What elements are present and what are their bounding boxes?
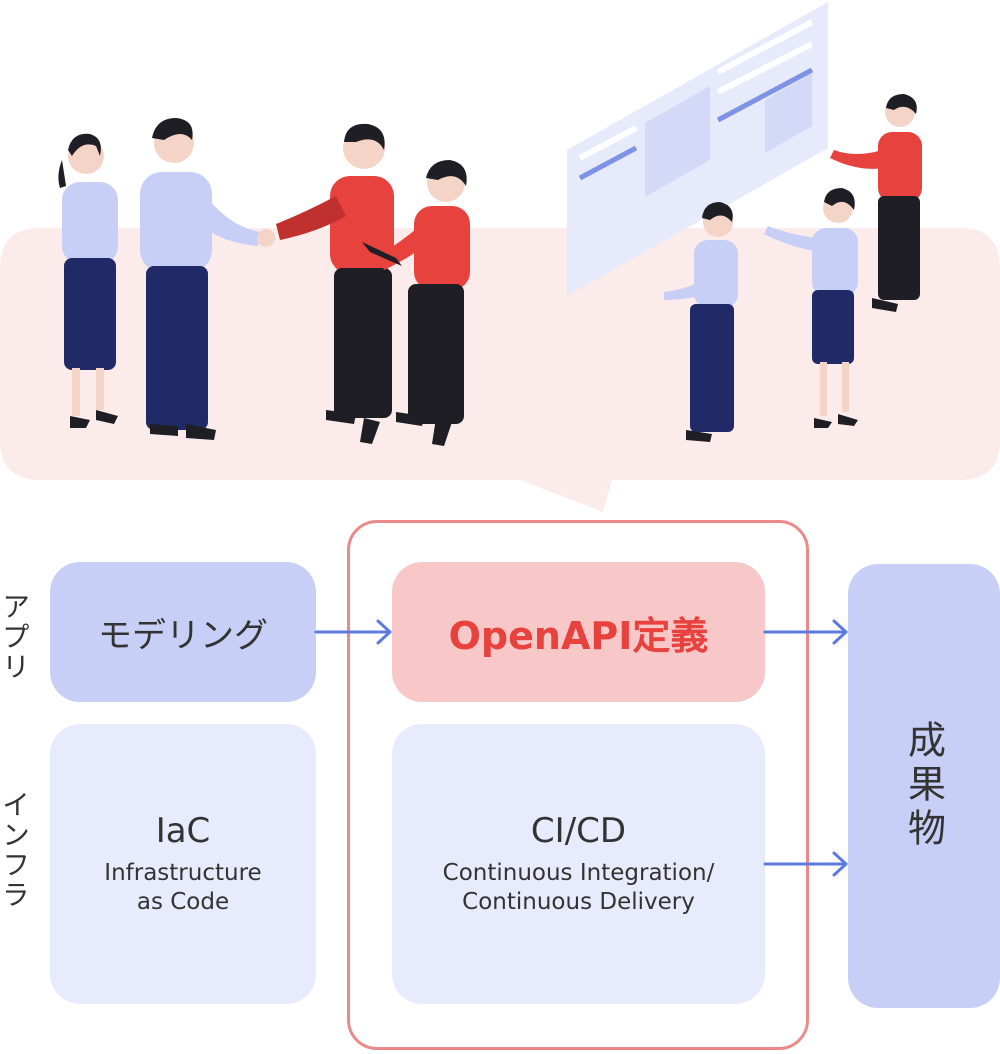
cicd-line1: Continuous Integration/: [442, 860, 715, 886]
cicd-title: CI/CD: [530, 811, 627, 851]
speech-bubble: [0, 228, 1000, 512]
deliverable-box: 成果物: [848, 564, 1000, 1008]
highlight-frame: [347, 520, 809, 1050]
person-man-red: [276, 123, 394, 444]
team-illustration: [0, 2, 1000, 512]
cicd-box: CI/CD Continuous Integration/ Continuous…: [392, 724, 765, 1004]
iac-line1: Infrastructure: [104, 860, 262, 886]
arrow-cicd-to-deliverable: [763, 851, 848, 877]
deliverable-label: 成果物: [901, 720, 946, 852]
screen-panel: [567, 2, 828, 296]
iac-box: IaC Infrastructure as Code: [50, 724, 316, 1004]
arrow-openapi-to-deliverable: [763, 619, 848, 645]
arrow-modeling-to-openapi: [314, 619, 392, 645]
person-woman-tablet: [362, 160, 470, 446]
person-woman-pointing: [764, 188, 858, 428]
cicd-line2: Continuous Delivery: [462, 889, 695, 915]
iac-title: IaC: [155, 811, 211, 851]
person-man-handshake: [140, 118, 275, 440]
modeling-box: モデリング: [50, 562, 316, 702]
openapi-label: OpenAPI定義: [448, 613, 709, 658]
iac-line2: as Code: [136, 889, 230, 915]
row-label-app: アプリ: [0, 592, 31, 682]
row-label-infra: インフラ: [0, 790, 31, 910]
person-woman-arms-crossed: [58, 133, 118, 428]
person-man-red-gesturing: [830, 94, 922, 312]
openapi-box: OpenAPI定義: [392, 562, 765, 702]
person-man-pointing: [664, 202, 738, 442]
modeling-label: モデリング: [98, 615, 268, 656]
